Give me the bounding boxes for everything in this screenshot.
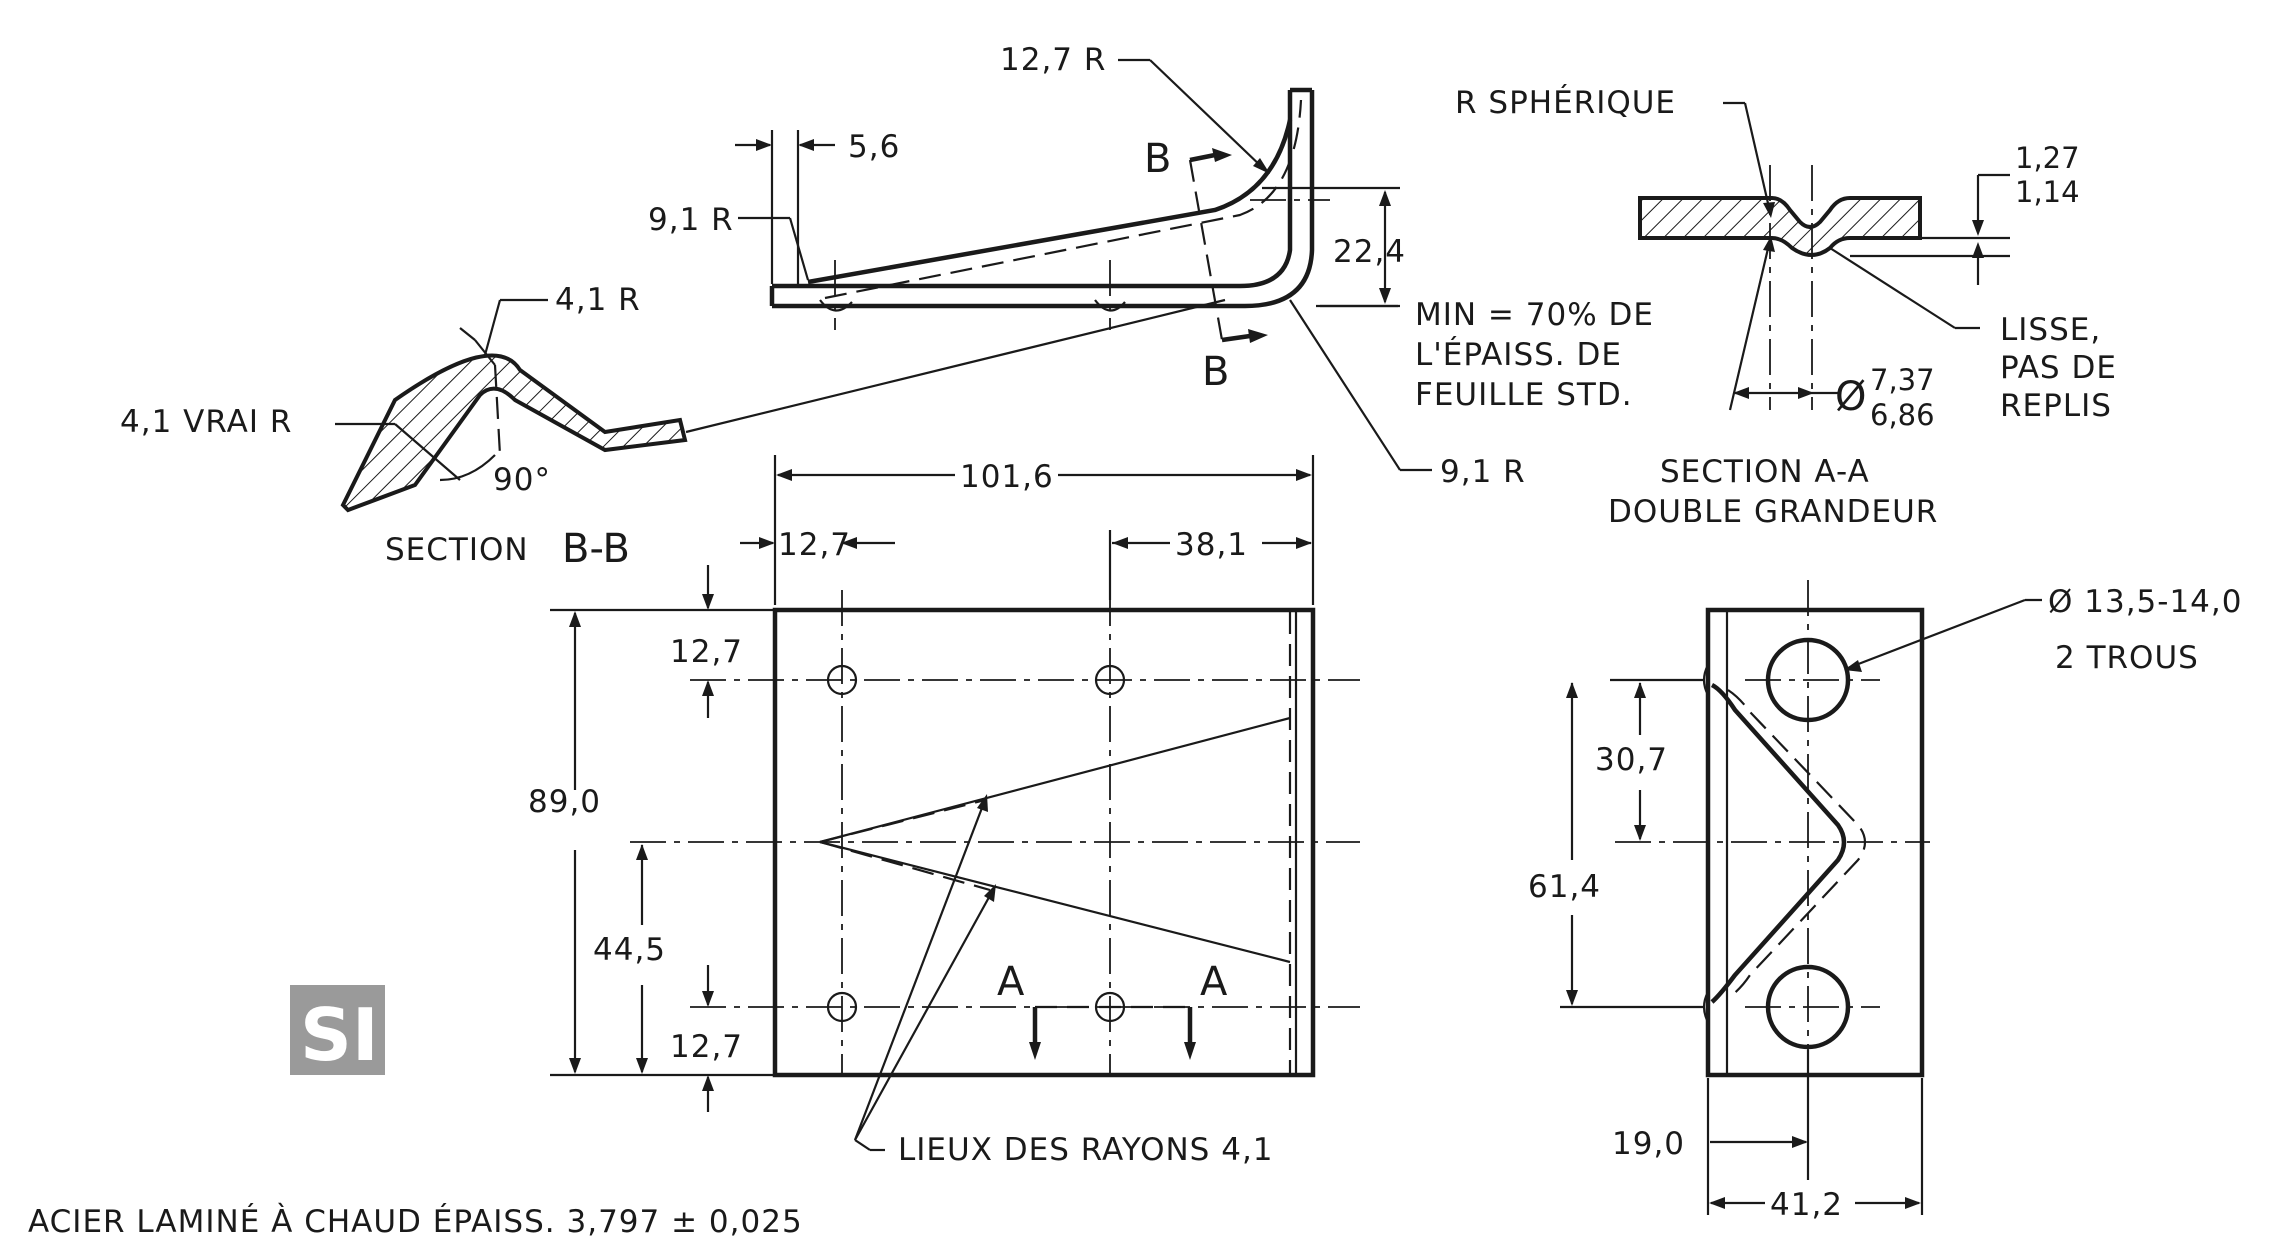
section-bb: 4,1 R 4,1 VRAI R 90° SECTION B-B xyxy=(120,282,1226,572)
aa-tol-lower: 1,14 xyxy=(2015,175,2080,209)
side-radius-bottom: 9,1 R xyxy=(1440,454,1526,490)
top-cut-label-right: A xyxy=(1200,959,1228,1005)
end-flange: 19,0 xyxy=(1612,1126,1685,1162)
section-bb-angle: 90° xyxy=(493,462,551,498)
aa-dia-upper: 7,37 xyxy=(1870,363,1935,397)
aa-spherical-radius: R SPHÉRIQUE xyxy=(1455,85,1676,121)
top-cut-label-left: A xyxy=(997,959,1025,1005)
side-radius-top: 12,7 R xyxy=(1000,42,1106,78)
top-radii-note: LIEUX DES RAYONS 4,1 xyxy=(898,1132,1274,1168)
aa-tol-upper: 1,27 xyxy=(2015,141,2080,175)
top-right-offset: 38,1 xyxy=(1175,527,1248,563)
side-height: 22,4 xyxy=(1333,234,1406,270)
top-left-offset: 12,7 xyxy=(778,527,851,563)
top-bottom-offset: 12,7 xyxy=(670,1029,743,1065)
section-bb-profile xyxy=(340,353,688,513)
aa-dia-lower: 6,86 xyxy=(1870,398,1935,432)
aa-title: SECTION A-A xyxy=(1660,454,1870,490)
side-min-note-3: FEUILLE STD. xyxy=(1415,377,1633,413)
side-cut-label-bottom: B xyxy=(1202,349,1229,395)
end-pitch-half: 30,7 xyxy=(1595,742,1668,778)
top-height: 89,0 xyxy=(528,784,601,820)
side-offset: 5,6 xyxy=(848,129,900,165)
section-bb-true-radius: 4,1 VRAI R xyxy=(120,404,292,440)
top-top-offset: 12,7 xyxy=(670,634,743,670)
section-bb-radius-top: 4,1 R xyxy=(555,282,641,318)
top-width: 101,6 xyxy=(960,459,1054,495)
side-cut-label-top: B xyxy=(1144,136,1171,182)
top-mid-height: 44,5 xyxy=(593,932,666,968)
end-view: Ø 13,5-14,0 2 TROUS 30,7 61,4 19,0 41,2 xyxy=(1528,580,2243,1223)
side-view: B B 12,7 R 5,6 9,1 R 22,4 MIN = 70% DE L… xyxy=(648,42,1654,490)
si-logo: SI xyxy=(290,985,385,1077)
aa-smooth-1: LISSE, xyxy=(2000,312,2101,348)
side-min-note-2: L'ÉPAISS. DE xyxy=(1415,337,1622,373)
aa-smooth-2: PAS DE xyxy=(2000,350,2117,386)
end-width: 41,2 xyxy=(1770,1187,1843,1223)
side-radius-left: 9,1 R xyxy=(648,202,734,238)
aa-smooth-3: REPLIS xyxy=(2000,388,2112,424)
side-min-note-1: MIN = 70% DE xyxy=(1415,297,1654,333)
section-aa-profile xyxy=(1638,196,1922,257)
si-logo-text: SI xyxy=(300,993,379,1077)
section-aa: R SPHÉRIQUE 1,27 1,14 LISSE, PAS DE REPL… xyxy=(1455,85,2117,530)
material-note: ACIER LAMINÉ À CHAUD ÉPAISS. 3,797 ± 0,0… xyxy=(28,1204,803,1240)
end-holes-dia: Ø 13,5-14,0 xyxy=(2048,584,2243,620)
end-pitch: 61,4 xyxy=(1528,869,1601,905)
end-holes-count: 2 TROUS xyxy=(2055,640,2199,676)
aa-dia-symbol: Ø xyxy=(1835,374,1866,420)
aa-subtitle: DOUBLE GRANDEUR xyxy=(1608,494,1938,530)
top-view: 101,6 12,7 38,1 89,0 44,5 12,7 xyxy=(528,455,1360,1168)
section-bb-letters: B-B xyxy=(562,526,630,572)
section-bb-title: SECTION xyxy=(385,532,529,568)
